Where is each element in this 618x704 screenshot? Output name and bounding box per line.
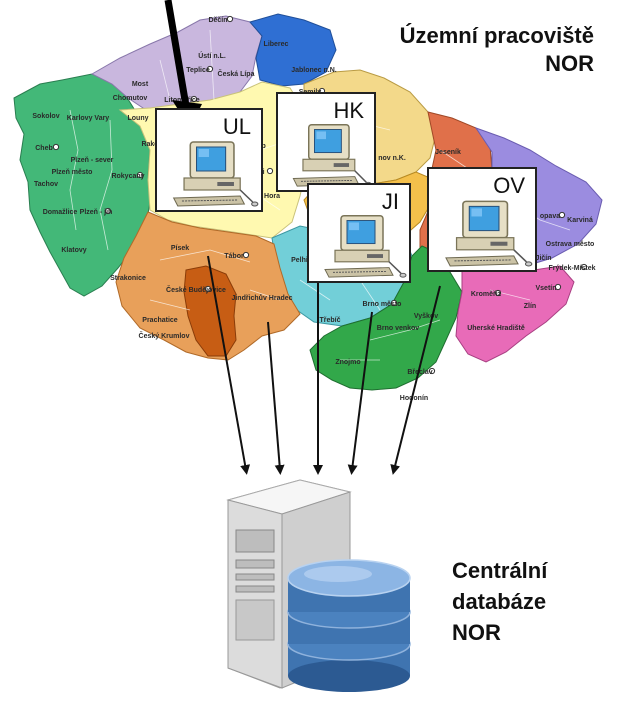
- district-label: Frýdek-Místek: [548, 265, 595, 272]
- district-label: Jindřichův Hradec: [231, 294, 292, 302]
- database-cylinder-icon: [287, 559, 411, 692]
- district-label: Brno venkov: [377, 325, 420, 332]
- workstation-ul: UL: [155, 108, 263, 212]
- district-label: Karviná: [567, 217, 593, 224]
- district-label: Třebíč: [319, 317, 340, 324]
- district-label: Strakonice: [110, 275, 146, 282]
- district-label: Louny: [128, 115, 149, 122]
- workstation-code: HK: [333, 98, 364, 123]
- district-label: Sokolov: [32, 113, 59, 120]
- city-marker: [554, 283, 562, 291]
- district-label: Kroměříž: [471, 291, 502, 298]
- computer-workstation-icon: [445, 200, 533, 267]
- regional-offices-heading: Územní pracoviště NOR: [344, 22, 594, 77]
- city-marker: [494, 289, 502, 297]
- district-label: Uherské Hradiště: [467, 325, 525, 332]
- district-label: Brno město: [363, 301, 402, 308]
- district-label: Tachov: [34, 181, 58, 188]
- city-marker: [226, 15, 234, 23]
- workstation-ji: JI: [307, 183, 411, 283]
- workstation-code: UL: [222, 114, 251, 139]
- district-label: Plzeň město: [52, 169, 93, 176]
- city-marker: [104, 207, 112, 215]
- district-label: Znojmo: [335, 359, 360, 366]
- city-marker: [190, 95, 198, 103]
- computer-workstation-icon: [292, 123, 372, 187]
- district-label: Ústí n.L.: [198, 51, 226, 60]
- city-marker: [580, 263, 588, 271]
- workstation-ov: OV: [427, 167, 537, 272]
- district-label: Písek: [171, 245, 189, 252]
- workstation-code: JI: [381, 189, 399, 214]
- central-database-heading: Centrální databáze NOR: [452, 555, 602, 649]
- district-label: Zlín: [524, 303, 536, 310]
- district-label: Vyškov: [414, 313, 438, 320]
- region-zlinsky: [455, 261, 575, 363]
- city-marker: [136, 171, 144, 179]
- district-label: Ostrava město: [546, 241, 595, 248]
- district-label: nov n.K.: [378, 155, 406, 162]
- city-marker: [242, 251, 250, 259]
- heading-line: Centrální: [452, 558, 548, 583]
- district-label: Chomutov: [113, 95, 148, 102]
- workstation-hk: HK: [276, 92, 376, 192]
- city-marker: [390, 299, 398, 307]
- city-marker: [204, 285, 212, 293]
- data-flow-arrow: [347, 311, 373, 475]
- district-label: Rako: [141, 141, 158, 148]
- district-label: Jablonec n.N.: [291, 67, 337, 74]
- district-label: Rokycany: [111, 173, 144, 180]
- heading-line: databáze: [452, 589, 547, 615]
- computer-workstation-icon: [172, 141, 259, 207]
- city-marker: [52, 143, 60, 151]
- district-label: Klatovy: [61, 247, 86, 254]
- district-label: Vsetín: [535, 285, 556, 292]
- district-label: Cheb: [35, 145, 53, 152]
- data-flow-arrow: [267, 321, 285, 475]
- data-flow-arrow: [390, 285, 441, 475]
- region-liberecky: [249, 13, 337, 87]
- heading-line: NOR: [545, 50, 594, 76]
- district-label: Liberec: [264, 41, 289, 48]
- district-label: Teplice: [186, 67, 210, 74]
- district-label: Břeclav: [407, 369, 432, 376]
- city-marker: [266, 167, 274, 175]
- district-label: Domažlice: [43, 209, 78, 216]
- region-ceske-budejovice: [183, 265, 237, 357]
- district-label: opava: [540, 213, 560, 220]
- district-label: Plzeň - jih: [80, 209, 113, 216]
- pointer-arrow: [164, 0, 190, 107]
- district-label: Plzeň - sever: [71, 157, 114, 164]
- district-label: Most: [132, 81, 149, 88]
- city-marker: [558, 211, 566, 219]
- workstation-code: OV: [493, 173, 525, 198]
- district-label: Karlovy Vary: [67, 115, 110, 122]
- district-label: Český Krumlov: [139, 331, 190, 340]
- city-marker: [206, 65, 214, 73]
- heading-line: Územní pracoviště: [399, 23, 594, 48]
- district-label: Tábor: [224, 253, 244, 260]
- heading-line: NOR: [452, 620, 501, 646]
- city-marker: [428, 367, 436, 375]
- district-label: Prachatice: [142, 317, 178, 324]
- district-label: České Budějovice: [166, 285, 226, 294]
- district-label: Hodonín: [400, 395, 428, 402]
- district-label: Děčín: [208, 17, 227, 24]
- data-flow-arrow: [207, 255, 251, 475]
- district-label: Hora: [264, 193, 280, 200]
- district-label: Jeseník: [435, 149, 461, 156]
- district-label: Česká Lípa: [218, 69, 255, 78]
- computer-workstation-icon: [324, 214, 407, 278]
